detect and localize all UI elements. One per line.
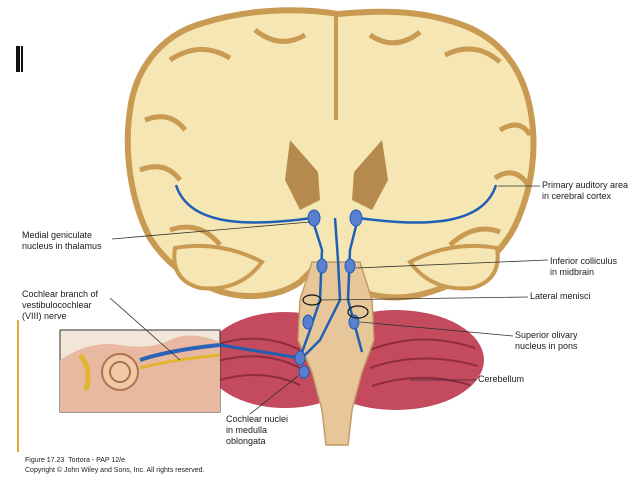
slide-accent-bar [17, 320, 19, 452]
label-cochlear-nuclei: Cochlear nuclei in medulla oblongata [226, 414, 289, 446]
slide-marker-top-thin [21, 46, 23, 72]
label-medial-geniculate-nucleus: Medial geniculate nucleus in thalamus [22, 230, 102, 251]
label-cerebellum: Cerebellum [478, 374, 525, 384]
cochlea-inset [59, 329, 221, 413]
cerebrum [124, 7, 537, 301]
label-superior-olivary-nucleus: Superior olivary nucleus in pons [515, 330, 578, 351]
label-primary-auditory-area: Primary auditory area in cerebral cortex [542, 180, 629, 201]
brainstem [297, 261, 375, 446]
copyright-caption: Copyright © John Wiley and Sons, Inc. Al… [25, 467, 205, 474]
slide-marker-top [16, 46, 20, 72]
leader-lines [109, 185, 549, 415]
pathway-nuclei [294, 209, 363, 379]
label-cochlear-branch: Cochlear branch of vestibulocochlear (VI… [22, 289, 99, 321]
label-inferior-colliculus: Inferior colliculus in midbrain [550, 256, 618, 277]
label-lateral-menisci: Lateral menisci [530, 291, 591, 301]
figure-caption: Figure 17.23 Tortora - PAP 12/e [25, 457, 126, 464]
lateral-menisci-marker-right [347, 305, 369, 319]
